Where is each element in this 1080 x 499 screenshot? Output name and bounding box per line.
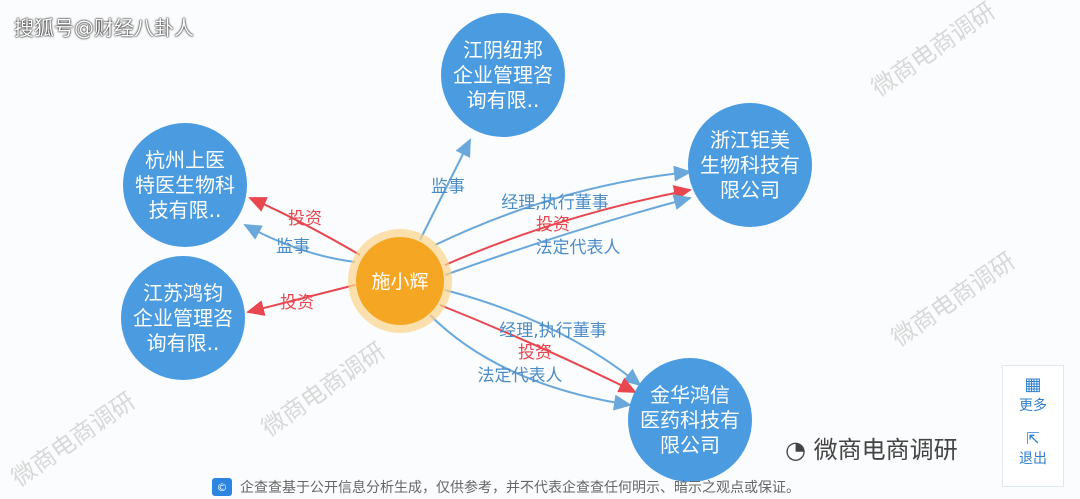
wechat-icon: ◔	[785, 436, 814, 464]
label: 法定代表人	[536, 238, 621, 258]
edge-hangzhou-supervisor	[243, 224, 356, 263]
company-node-zhejiang[interactable]	[688, 103, 812, 227]
company-name-line: 特医生物科	[135, 173, 235, 197]
center-person-name: 施小辉	[371, 271, 428, 293]
company-name-line: 江阴纽邦	[463, 38, 543, 62]
wechat-label-text: 微商电商调研	[813, 436, 958, 464]
company-name-line: 江苏鸿钧	[143, 281, 223, 305]
more-label: 更多	[1019, 398, 1047, 414]
company-name-line: 技有限..	[149, 198, 222, 222]
more-button[interactable]: ▦ 更多	[1003, 374, 1063, 415]
company-name-line: 询有限..	[147, 331, 220, 355]
edge-jiangyin-supervisor	[419, 138, 471, 241]
label: 经理,执行董事	[501, 193, 608, 213]
label: 法定代表人	[478, 366, 563, 386]
company-name-line: 企业管理咨	[133, 306, 233, 330]
edge-zhejiang-legal	[444, 194, 692, 276]
disclaimer-text: 企查查基于公开信息分析生成，仅供参考，并不代表企查查任何明示、暗示之观点或保证。	[240, 480, 800, 496]
label: 投资	[288, 209, 322, 229]
company-name-line: 企业管理咨	[453, 63, 553, 87]
label: 监事	[276, 237, 310, 257]
side-panel: ▦ 更多 ⇱ 退出	[1002, 365, 1064, 487]
company-name-line: 询有限..	[467, 88, 540, 112]
company-node-hangzhou[interactable]	[123, 123, 247, 247]
company-name-line: 杭州上医	[145, 148, 225, 172]
company-node-jiangyin[interactable]	[441, 13, 565, 137]
exit-label: 退出	[1019, 451, 1047, 467]
edge-zhejiang-manager	[434, 165, 692, 246]
wechat-label: ◔ 微商电商调研	[785, 430, 958, 465]
label: 投资	[536, 215, 570, 235]
exit-button[interactable]: ⇱ 退出	[1003, 429, 1063, 468]
exit-icon: ⇱	[1026, 429, 1040, 448]
qcc-logo: ©	[212, 478, 232, 496]
company-name-line: 医药科技有	[640, 408, 740, 432]
company-name-line: 限公司	[720, 178, 780, 202]
company-name-line: 限公司	[660, 433, 720, 457]
label: 监事	[431, 177, 465, 197]
company-name-line: 浙江钜美	[710, 128, 790, 152]
center-person-node[interactable]	[356, 237, 444, 325]
footer-disclaimer: © 企查查基于公开信息分析生成，仅供参考，并不代表企查查任何明示、暗示之观点或保…	[212, 477, 800, 497]
source-watermark: 搜狐号@财经八卦人	[14, 16, 194, 40]
company-name-line: 生物科技有	[700, 153, 800, 177]
grid-icon: ▦	[1024, 374, 1042, 395]
label: 投资	[280, 293, 314, 313]
label: 投资	[518, 343, 552, 363]
company-node-jinhua[interactable]	[628, 358, 752, 482]
company-node-jiangsu[interactable]	[121, 256, 245, 380]
edge-jiangsu-invest	[246, 284, 356, 316]
edge-hangzhou-invest	[248, 197, 361, 256]
edge-jinhua-manager	[444, 289, 642, 387]
company-name-line: 金华鸿信	[650, 383, 730, 407]
edge-jinhua-invest	[439, 304, 637, 393]
label: 经理,执行董事	[499, 321, 606, 341]
edge-zhejiang-invest	[444, 185, 692, 266]
edge-jinhua-legal	[429, 314, 632, 411]
